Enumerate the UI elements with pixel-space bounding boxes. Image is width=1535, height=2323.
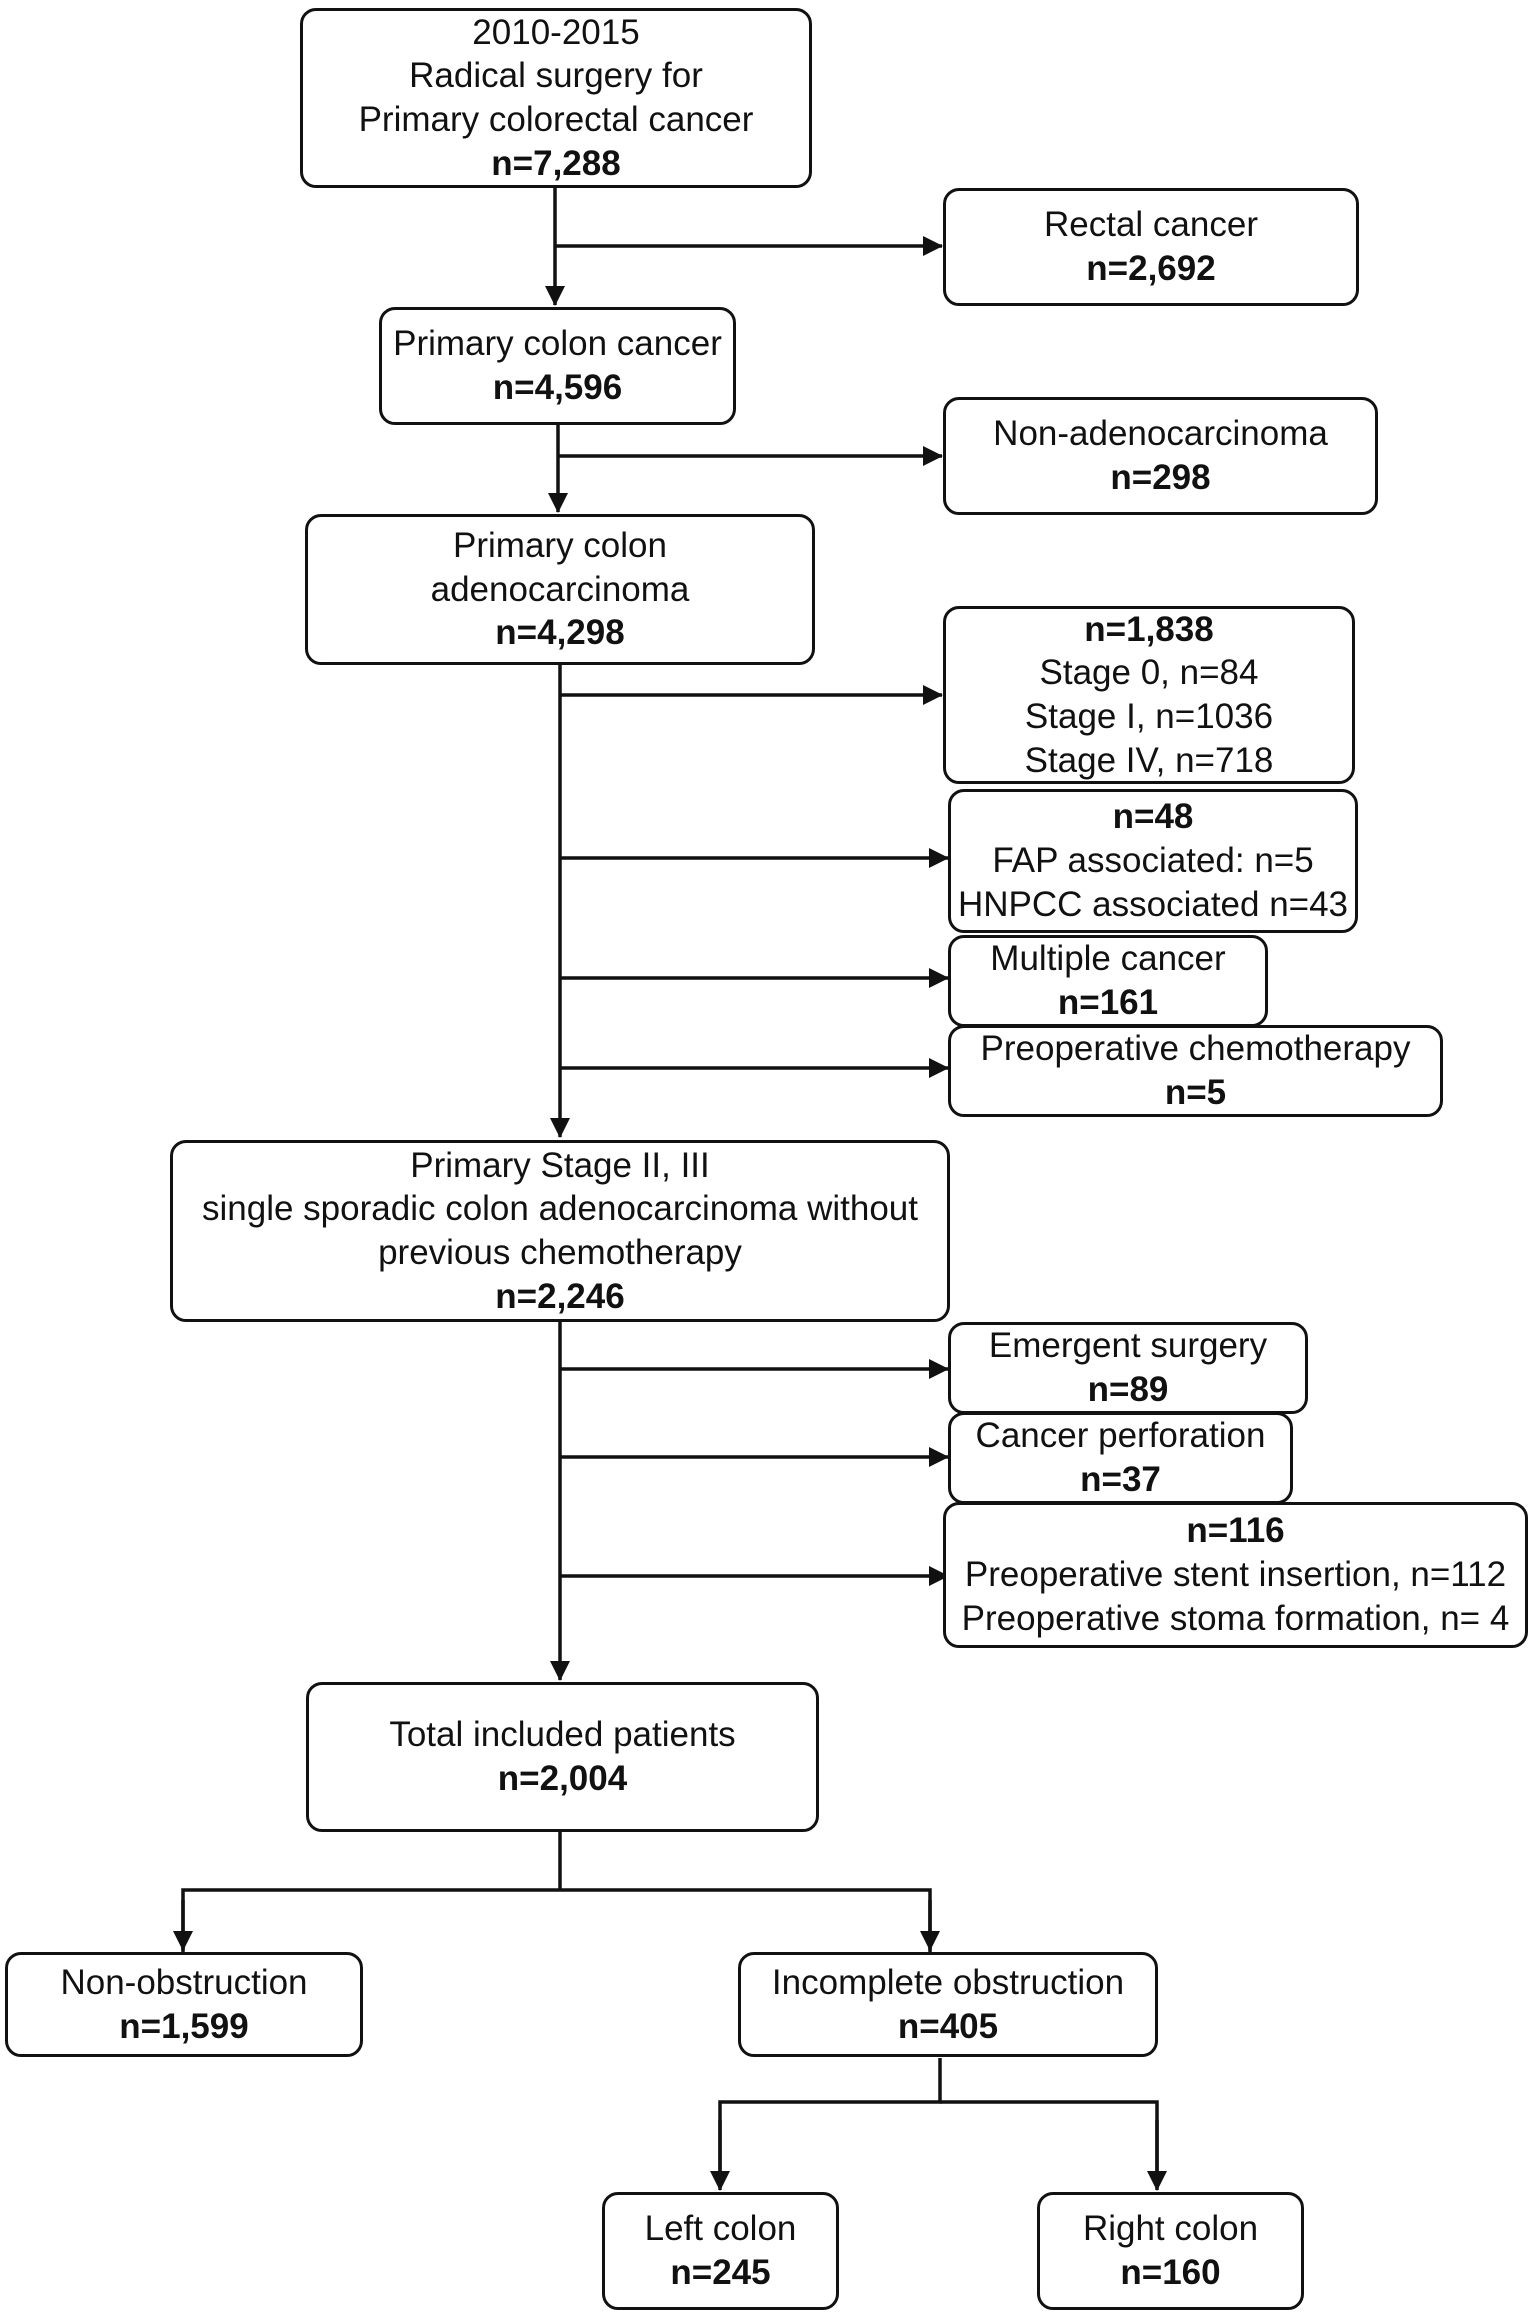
node-rectal: Rectal cancer n=2,692 [943,188,1359,306]
node-adeno-line-2: adenocarcinoma [430,569,690,609]
node-stent: n=116 Preoperative stent insertion, n=11… [943,1502,1528,1648]
node-preop-chemo-line-1: Preoperative chemotherapy [980,1029,1411,1069]
node-stent-count: n=116 [1186,1511,1285,1551]
node-perforation-count: n=37 [1080,1460,1161,1499]
node-stage-count: n=1,838 [1084,609,1214,649]
node-multiple-line-1: Multiple cancer [990,939,1226,979]
node-rectal-line-1: Rectal cancer [1044,205,1258,245]
node-start-line-3: Primary colorectal cancer [358,100,754,139]
node-multiple-count: n=161 [1057,983,1159,1022]
node-right-line-1: Right colon [1082,2209,1259,2249]
node-perforation-line-1: Cancer perforation [975,1416,1266,1456]
node-emergent-count: n=89 [1087,1370,1169,1409]
split-incomplete [718,2058,942,2175]
node-stage-line-1: Stage 0, n=84 [1039,653,1259,693]
node-stent-line-1: Preoperative stent insertion, n=112 [964,1555,1507,1595]
node-hereditary-line-1: FAP associated: n=5 [992,841,1314,881]
node-emergent: Emergent surgery n=89 [948,1322,1308,1414]
node-colon-line-1: Primary colon cancer [393,324,722,364]
node-preop-chemo: Preoperative chemotherapy n=5 [948,1025,1443,1117]
node-stage-line-3: Stage IV, n=718 [1024,740,1274,780]
node-start-line-1: 2010-2015 [472,12,640,52]
node-nonadeno-count: n=298 [1110,458,1211,497]
node-stage23-line-3: previous chemotherapy [378,1233,742,1272]
node-total: Total included patients n=2,004 [306,1682,819,1832]
node-nonobs-count: n=1,599 [119,2006,249,2046]
node-stent-line-2: Preoperative stoma formation, n= 4 [961,1598,1510,1638]
node-nonadeno-line-1: Non-adenocarcinoma [993,414,1328,454]
split-incomplete-right [940,2100,1159,2175]
node-stage23-line-2: single sporadic colon adenocarcinoma wit… [202,1189,918,1229]
node-left: Left colon n=245 [602,2192,839,2310]
node-right: Right colon n=160 [1037,2192,1304,2310]
node-multiple: Multiple cancer n=161 [948,935,1268,1027]
node-adeno-count: n=4,298 [495,613,625,653]
node-adeno: Primary colon adenocarcinoma n=4,298 [305,514,815,665]
node-emergent-line-1: Emergent surgery [988,1326,1268,1366]
node-hereditary: n=48 FAP associated: n=5 HNPCC associate… [948,789,1358,933]
node-stage: n=1,838 Stage 0, n=84 Stage I, n=1036 St… [943,606,1355,784]
node-right-count: n=160 [1120,2253,1221,2292]
node-left-line-1: Left colon [644,2209,797,2249]
node-rectal-count: n=2,692 [1086,249,1216,288]
node-incomplete: Incomplete obstruction n=405 [738,1952,1158,2057]
node-left-count: n=245 [670,2253,771,2292]
node-stage23: Primary Stage II, III single sporadic co… [170,1140,950,1322]
node-stage23-count: n=2,246 [495,1276,625,1316]
node-nonobs-line-1: Non-obstruction [60,1962,308,2002]
node-nonadeno: Non-adenocarcinoma n=298 [943,397,1378,515]
node-stage23-line-1: Primary Stage II, III [410,1145,710,1185]
node-total-count: n=2,004 [497,1759,628,1798]
node-colon-count: n=4,596 [492,368,623,407]
node-start: 2010-2015 Radical surgery for Primary co… [300,8,812,188]
node-adeno-line-1: Primary colon [453,525,667,565]
node-incomplete-count: n=405 [897,2006,999,2046]
node-colon: Primary colon cancer n=4,596 [379,307,736,425]
node-preop-chemo-count: n=5 [1164,1073,1227,1112]
node-incomplete-line-1: Incomplete obstruction [771,1962,1125,2002]
node-start-line-2: Radical surgery for [409,56,703,96]
node-stage-line-2: Stage I, n=1036 [1024,697,1274,736]
node-total-line-1: Total included patients [389,1715,736,1755]
node-nonobs: Non-obstruction n=1,599 [5,1952,363,2057]
node-perforation: Cancer perforation n=37 [948,1412,1293,1504]
node-start-count: n=7,288 [491,143,621,183]
node-hereditary-line-2: HNPCC associated n=43 [957,884,1349,924]
node-hereditary-count: n=48 [1112,797,1194,837]
